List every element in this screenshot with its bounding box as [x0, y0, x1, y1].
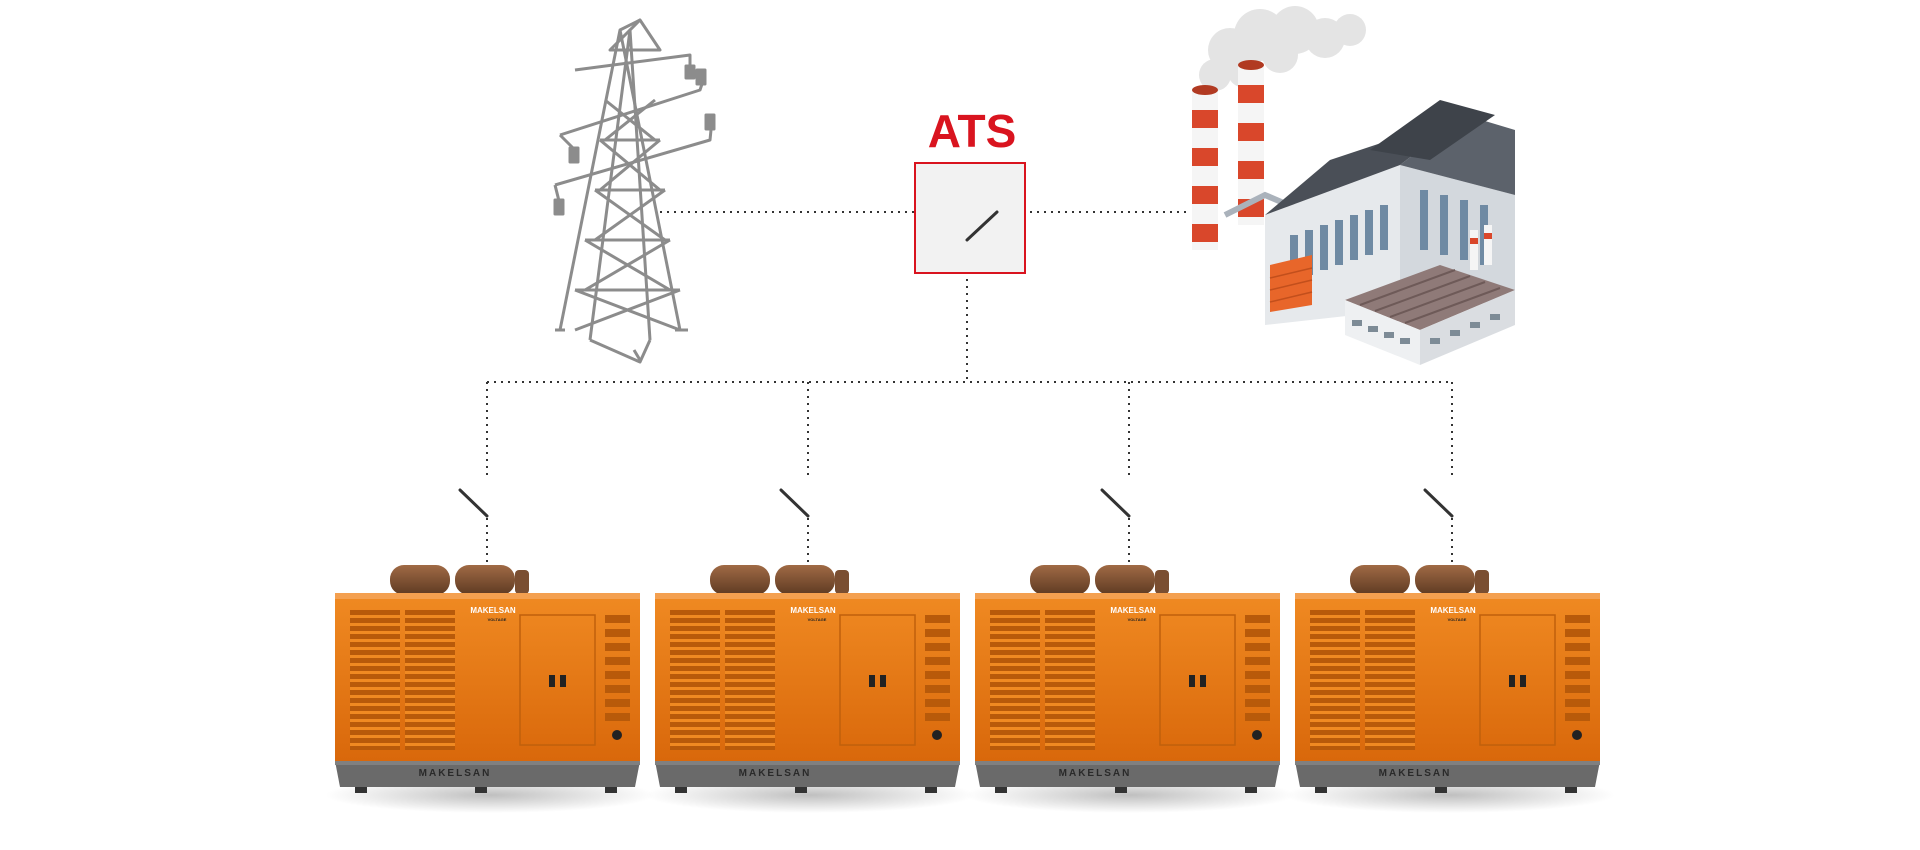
diesel-generator-icon: MAKELSAN VOLTAGE MAKELSAN — [644, 564, 976, 814]
generator-brand-sub: VOLTAGE — [1448, 617, 1467, 622]
transmission-tower-icon — [553, 18, 716, 364]
open-switch-icon — [779, 488, 810, 518]
generator-brand-bottom: MAKELSAN — [419, 768, 492, 779]
diesel-generator-icon: MAKELSAN VOLTAGE MAKELSAN — [324, 564, 656, 814]
ats-switch: ATS — [914, 105, 1026, 274]
generator-brand-top: MAKELSAN — [790, 606, 836, 615]
generator-brand-bottom: MAKELSAN — [739, 768, 812, 779]
generator-brand-top: MAKELSAN — [1430, 606, 1476, 615]
diesel-generator-icon: MAKELSAN VOLTAGE MAKELSAN — [964, 564, 1296, 814]
open-switch-icon — [458, 488, 489, 518]
open-switch-icon — [1100, 488, 1131, 518]
diesel-generator-icon: MAKELSAN VOLTAGE MAKELSAN — [1284, 564, 1616, 814]
ats-switch-blade — [965, 210, 999, 242]
ats-box — [914, 162, 1026, 274]
ats-label: ATS — [928, 105, 1017, 157]
generator-brand-top: MAKELSAN — [1110, 606, 1156, 615]
open-switch-icon — [1423, 488, 1454, 518]
generator-brand-bottom: MAKELSAN — [1059, 768, 1132, 779]
factory-icon — [1192, 6, 1515, 365]
generator-brand-sub: VOLTAGE — [488, 617, 507, 622]
connection-wires — [486, 211, 1453, 570]
generator-brand-top: MAKELSAN — [470, 606, 516, 615]
generator-brand-sub: VOLTAGE — [1128, 617, 1147, 622]
generator-brand-sub: VOLTAGE — [808, 617, 827, 622]
generator-brand-bottom: MAKELSAN — [1379, 768, 1452, 779]
